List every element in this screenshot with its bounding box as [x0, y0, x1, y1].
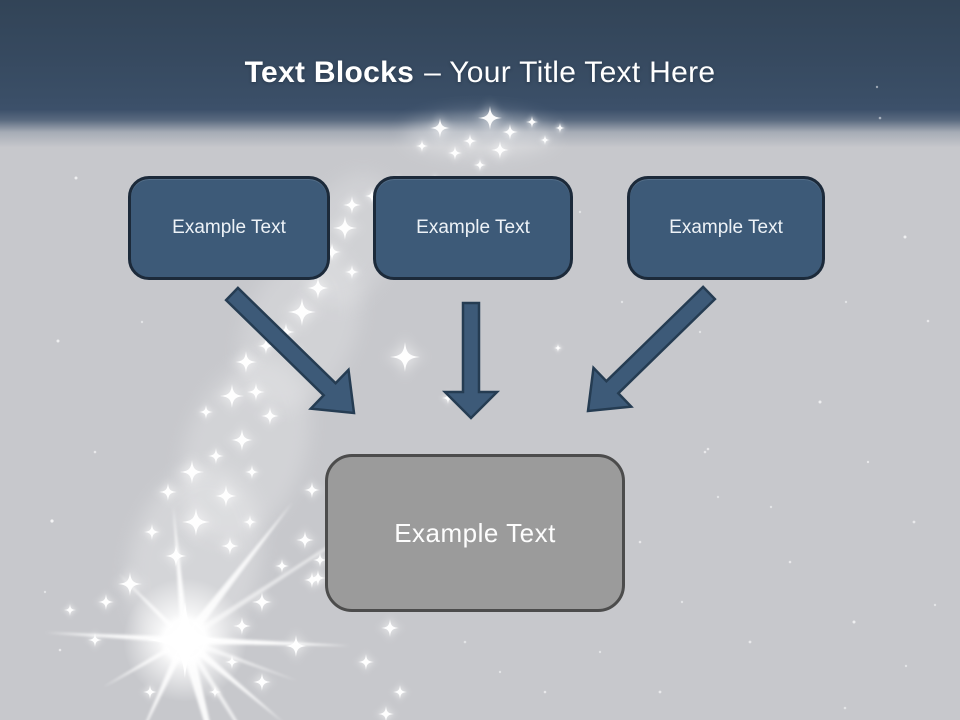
text-block-2-label: Example Text	[416, 217, 530, 238]
diagonal-arrow-right[interactable]	[586, 285, 717, 413]
slide-title-placeholder: – Your Title Text Here	[424, 56, 716, 89]
down-arrow-middle[interactable]	[441, 301, 501, 420]
text-block-1[interactable]: Example Text	[128, 176, 330, 280]
text-block-2[interactable]: Example Text	[373, 176, 573, 280]
text-block-1-label: Example Text	[172, 217, 286, 238]
summary-block-label: Example Text	[394, 517, 556, 548]
diagonal-arrow-left[interactable]	[224, 286, 356, 415]
text-block-3-label: Example Text	[669, 217, 783, 238]
slide-title[interactable]: Text Blocks – Your Title Text Here	[0, 54, 960, 92]
slide-title-keyword: Text Blocks	[244, 56, 415, 89]
text-block-3[interactable]: Example Text	[627, 176, 825, 280]
summary-block[interactable]: Example Text	[325, 454, 625, 612]
